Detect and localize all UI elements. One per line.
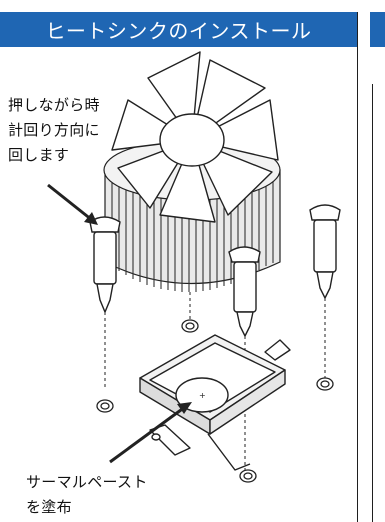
next-panel-title-bar xyxy=(370,12,385,47)
next-panel-border xyxy=(372,84,373,522)
caption-line: を塗布 xyxy=(26,498,72,516)
push-pin-icon xyxy=(89,216,121,390)
arrow-icon xyxy=(109,402,192,464)
cpu-socket-icon: + xyxy=(139,334,291,471)
caption-line: 押しながら時 xyxy=(8,96,100,114)
instruction-panel: ヒートシンクのインストール xyxy=(0,12,358,522)
mount-hole-icon xyxy=(96,319,334,483)
caption-line: 計回り方向に xyxy=(8,121,100,139)
fan-icon xyxy=(111,51,279,223)
svg-text:+: + xyxy=(199,391,206,400)
arrow-icon xyxy=(47,183,98,225)
caption-line: 回します xyxy=(8,146,70,164)
next-panel-edge xyxy=(370,12,385,522)
rotate-instruction-caption: 押しながら時 計回り方向に 回します xyxy=(8,93,158,168)
caption-line: サーマルペースト xyxy=(26,473,148,491)
section-title: ヒートシンクのインストール xyxy=(0,12,357,47)
push-pin-icon xyxy=(309,204,341,378)
thermal-paste-caption: サーマルペースト を塗布 xyxy=(26,470,196,520)
